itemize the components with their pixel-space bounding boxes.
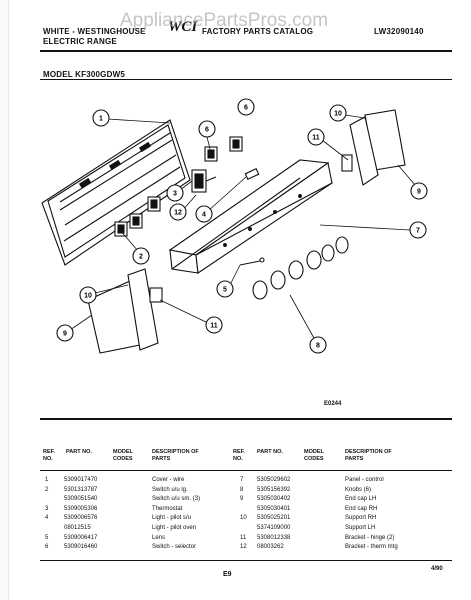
right-end-cap-part: [341, 109, 406, 186]
cell-part: 5308012338: [257, 534, 291, 541]
cell-part: 5305025201: [257, 515, 291, 522]
table-top-rule: [40, 418, 452, 420]
cell-desc: Light - pilot oven: [152, 525, 197, 531]
catalog-title: FACTORY PARTS CATALOG: [202, 27, 314, 36]
header-desc-right: DESCRIPTION OF PARTS: [345, 449, 392, 462]
scan-edge: [0, 0, 9, 600]
left-end-cap-part: [87, 268, 163, 354]
cell-desc: Cover - wire: [152, 477, 185, 483]
cell-ref: 8: [240, 486, 244, 493]
diagram-code: E0244: [324, 401, 342, 407]
cell-desc: Thermostat: [152, 505, 183, 512]
cell-desc: Switch u/u lg.: [152, 486, 188, 493]
callout-6-top: 6: [244, 105, 248, 112]
knob-set-part: [252, 236, 349, 300]
revision-date: 4/90: [431, 566, 443, 572]
exploded-parts-diagram: 1 2 3 4 5 6 7 8 9 10 11 12 9 10 11 6: [41, 98, 428, 354]
catalog-number: LW32090140: [374, 27, 424, 36]
header-ref-left: REF. NO.: [43, 449, 55, 462]
cell-ref: 5: [45, 534, 49, 541]
cell-part: 5309006576: [64, 515, 98, 522]
cell-ref: 7: [240, 477, 244, 483]
callout-10-right: 10: [334, 111, 342, 118]
callout-9-right: 9: [417, 189, 421, 196]
cell-desc: Switch - selector: [152, 544, 197, 551]
callout-7: 7: [416, 228, 420, 235]
lens-part: [239, 257, 265, 266]
cell-part: 5374109000: [257, 525, 291, 531]
model-number: MODEL KF300GDW5: [43, 70, 125, 79]
cell-ref: 10: [240, 515, 247, 522]
cell-desc: Lens: [152, 534, 166, 541]
cell-desc: Switch u/u sm. (3): [152, 496, 201, 503]
cell-part: 5305029602: [257, 477, 291, 483]
callout-10-left: 10: [84, 293, 92, 300]
cell-ref: 3: [45, 505, 49, 512]
header-ref-right: REF. NO.: [233, 449, 245, 462]
table-header-rule: [40, 470, 452, 471]
switch-small-part: [114, 196, 161, 237]
callout-11-left: 11: [210, 323, 218, 330]
header-model-left: MODEL CODES: [113, 449, 133, 462]
cell-part: 5309017470: [64, 477, 98, 483]
cell-ref: 9: [240, 496, 244, 503]
thermostat-part: [191, 169, 217, 193]
cell-desc: Light - pilot s/u: [152, 515, 192, 522]
cell-desc: Support LH: [345, 525, 376, 531]
wire-cover-part: [41, 119, 191, 266]
control-panel-part: [168, 159, 333, 274]
header-part-left: PART NO.: [66, 449, 92, 455]
callout-5: 5: [223, 287, 227, 294]
callout-9-left: 9: [63, 331, 67, 338]
page-number: E9: [223, 571, 232, 578]
callout-8: 8: [316, 343, 320, 350]
cell-ref: 2: [45, 486, 49, 493]
cell-ref: 12: [240, 544, 247, 551]
header-model-right: MODEL CODES: [304, 449, 324, 462]
cell-desc: Bracket - therm mtg: [345, 544, 398, 551]
cell-desc: Support RH: [345, 515, 377, 522]
model-divider: [40, 79, 452, 80]
brand-logo: WCI: [168, 19, 198, 35]
callout-4: 4: [202, 212, 206, 219]
callout-2: 2: [139, 254, 143, 261]
site-watermark: AppliancePartsPros.com: [120, 10, 329, 31]
table-bottom-rule: [40, 560, 452, 561]
pilot-light-part: [244, 168, 260, 180]
cell-desc: Panel - control: [345, 477, 384, 483]
cell-part: 5309005306: [64, 505, 98, 512]
cell-part: 5301313787: [64, 486, 98, 493]
cell-ref: 4: [45, 515, 49, 522]
callout-1: 1: [99, 116, 103, 123]
cell-desc: Bracket - hinge (2): [345, 534, 395, 541]
cell-part: 08003262: [257, 544, 284, 551]
cell-part: 5305030401: [257, 505, 291, 512]
cell-desc: End cap RH: [345, 505, 378, 512]
callout-6: 6: [205, 127, 209, 134]
cell-desc: End cap LH: [345, 496, 377, 503]
header-divider: [40, 50, 452, 52]
switch-large-part: [204, 136, 243, 162]
brand-line: WHITE - WESTINGHOUSE: [43, 27, 146, 36]
cell-part: 5305030402: [257, 496, 291, 503]
cell-ref: 11: [240, 534, 247, 541]
cell-part: 5309016460: [64, 544, 98, 551]
cell-part: 5309051540: [64, 496, 98, 503]
cell-part: 5305156392: [257, 486, 291, 493]
cell-desc: Knobs (6): [345, 486, 372, 493]
cell-ref: 1: [45, 477, 49, 483]
cell-part: 5309006417: [64, 534, 98, 541]
header-part-right: PART NO.: [257, 449, 283, 455]
cell-part: 08012515: [64, 525, 91, 531]
product-line: ELECTRIC RANGE: [43, 37, 117, 46]
callout-3: 3: [173, 191, 177, 198]
callout-11-right: 11: [312, 135, 320, 142]
header-desc-left: DESCRIPTION OF PARTS: [152, 449, 199, 462]
cell-ref: 6: [45, 544, 49, 551]
callout-12: 12: [174, 210, 182, 217]
